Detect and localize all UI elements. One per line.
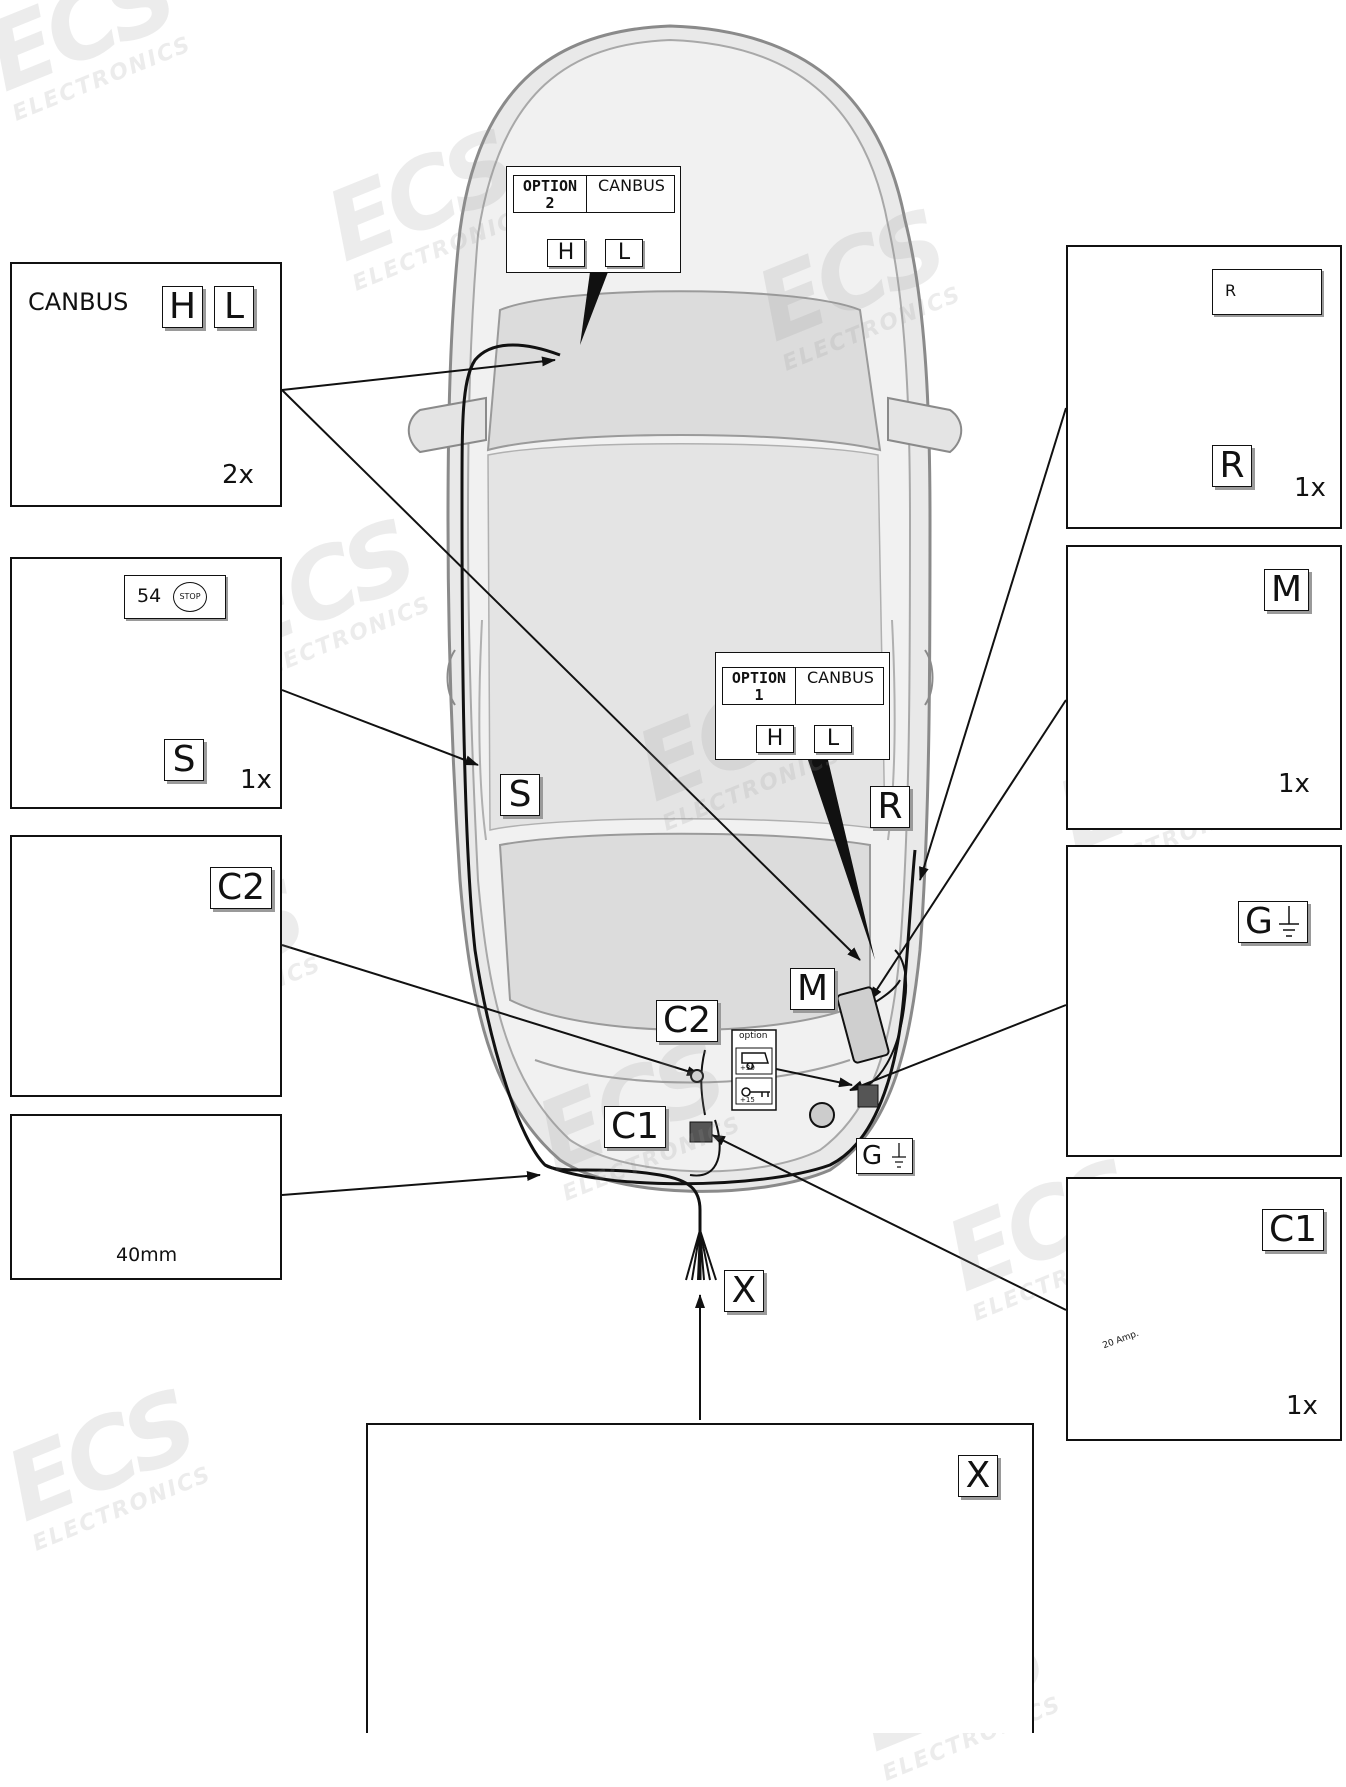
m-panel: M 1x (1066, 545, 1342, 830)
quantity: 2x (222, 460, 254, 490)
canbus-title: CANBUS (28, 288, 129, 316)
x-panel: X (366, 1423, 1034, 1733)
car-tag-c2: C2 (656, 1000, 719, 1042)
module-connector (689, 986, 890, 1143)
r-panel: R R 1x (1066, 245, 1342, 529)
tag-l: L (214, 286, 254, 328)
harness-tail (685, 1229, 717, 1281)
quantity: 1x (1278, 769, 1310, 799)
option1-pointer (808, 760, 875, 960)
tag-c2: C2 (210, 867, 273, 909)
option2-tag-l: L (605, 239, 643, 267)
car-tag-m: M (790, 968, 836, 1010)
reverse-signal-box: R (1212, 269, 1322, 315)
quantity: 1x (240, 765, 272, 795)
tag-s: S (164, 739, 204, 781)
stop-signal-box: 54 STOP (124, 575, 226, 619)
car-tag-c1: C1 (604, 1106, 667, 1148)
quantity: 1x (1294, 473, 1326, 503)
tag-x: X (958, 1455, 998, 1497)
g-panel: G (1066, 845, 1342, 1157)
grommet-size: 40mm (116, 1244, 178, 1266)
signal-number: 54 (137, 585, 162, 607)
car-tag-x: X (724, 1270, 764, 1312)
car-tag-r: R (870, 786, 910, 828)
tag-h: H (162, 286, 204, 328)
tag-c1: C1 (1262, 1209, 1325, 1251)
canbus-panel: CANBUS H L 2x (10, 262, 282, 507)
car-tag-g: G (856, 1138, 913, 1174)
tag-m: M (1264, 569, 1310, 611)
reverse-letter: R (1225, 281, 1237, 300)
c2-panel: C2 (10, 835, 282, 1097)
grommet-panel: 40mm (10, 1114, 282, 1280)
stop-icon: STOP (173, 582, 207, 612)
s-panel: 54 STOP S 1x (10, 557, 282, 809)
option1-bus: CANBUS (807, 668, 874, 687)
caravan-icon (741, 1052, 770, 1070)
module-plus15: +15 (740, 1096, 755, 1104)
option2-bus: CANBUS (598, 176, 665, 195)
module-plus30: +30 (740, 1064, 755, 1072)
car-outline (407, 24, 963, 1193)
key-icon (741, 1087, 770, 1097)
tag-g: G (1238, 901, 1308, 943)
car-tag-s: S (500, 774, 540, 816)
c1-panel: C1 20 Amp. 1x (1066, 1177, 1342, 1441)
tag-r: R (1212, 445, 1252, 487)
fuse-label: 20 Amp. (1101, 1328, 1141, 1352)
module-option-label: option (739, 1031, 768, 1041)
option2-pointer (580, 272, 608, 345)
option1-tag-l: L (814, 725, 852, 753)
pointer-arrows (281, 356, 1067, 1420)
option1-tag-h: H (756, 725, 794, 753)
ground-symbol-icon (1278, 906, 1299, 937)
ground-symbol-icon (892, 1143, 906, 1168)
quantity: 1x (1286, 1391, 1318, 1421)
option2-tag-h: H (547, 239, 585, 267)
